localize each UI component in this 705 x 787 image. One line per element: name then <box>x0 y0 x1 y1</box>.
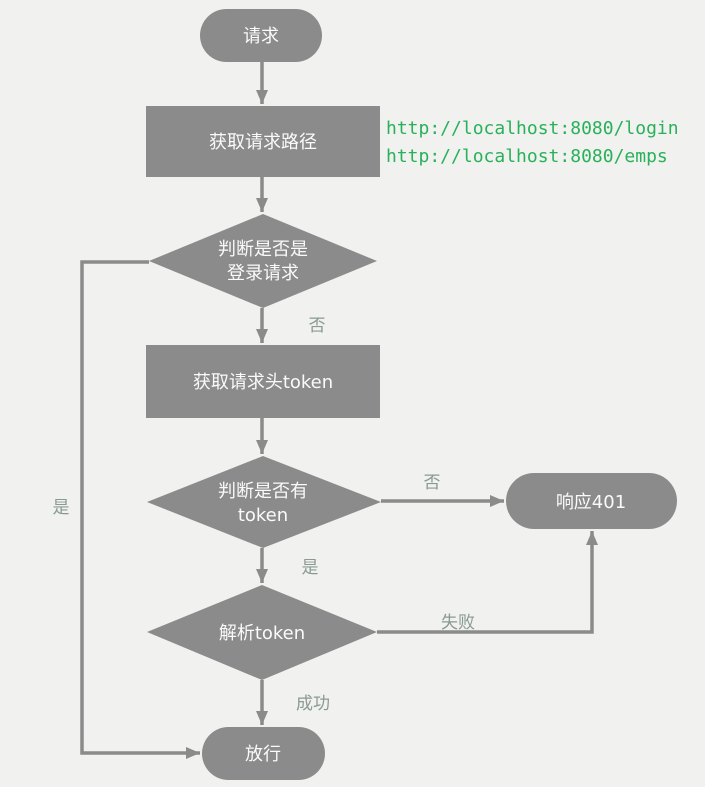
node-decision-has-token-line2: token <box>238 505 288 526</box>
edge-label-token-no: 否 <box>424 473 441 493</box>
edge-label-parse-success: 成功 <box>296 694 330 714</box>
node-parse-token-label: 解析token <box>219 623 305 644</box>
edge-label-parse-fail: 失败 <box>441 613 475 633</box>
node-respond-401-label: 响应401 <box>556 492 626 513</box>
node-pass-label: 放行 <box>245 744 281 765</box>
node-get-path-label: 获取请求路径 <box>209 132 317 153</box>
node-start-label: 请求 <box>243 26 279 47</box>
node-pass <box>202 727 325 780</box>
annotation-url-emps: http://localhost:8080/emps <box>386 146 668 167</box>
edge-parse-fail-to-401 <box>377 531 598 634</box>
edge-label-login-no: 否 <box>309 316 326 336</box>
node-decision-has-token-line1: 判断是否有 <box>218 481 308 502</box>
node-parse-token <box>147 585 377 680</box>
node-get-path <box>146 106 380 177</box>
node-decision-login-line2: 登录请求 <box>227 263 299 284</box>
node-respond-401 <box>506 473 677 529</box>
node-start <box>200 9 322 62</box>
edge-label-login-yes: 是 <box>53 498 70 518</box>
node-decision-login <box>149 214 377 308</box>
edge-login-yes-to-pass <box>80 260 200 759</box>
node-get-token <box>146 345 380 418</box>
edge-label-token-yes: 是 <box>302 558 319 578</box>
node-get-token-label: 获取请求头token <box>193 372 333 393</box>
node-decision-login-line1: 判断是否是 <box>218 239 308 260</box>
annotation-url-login: http://localhost:8080/login <box>386 118 679 139</box>
node-decision-has-token <box>147 456 381 548</box>
